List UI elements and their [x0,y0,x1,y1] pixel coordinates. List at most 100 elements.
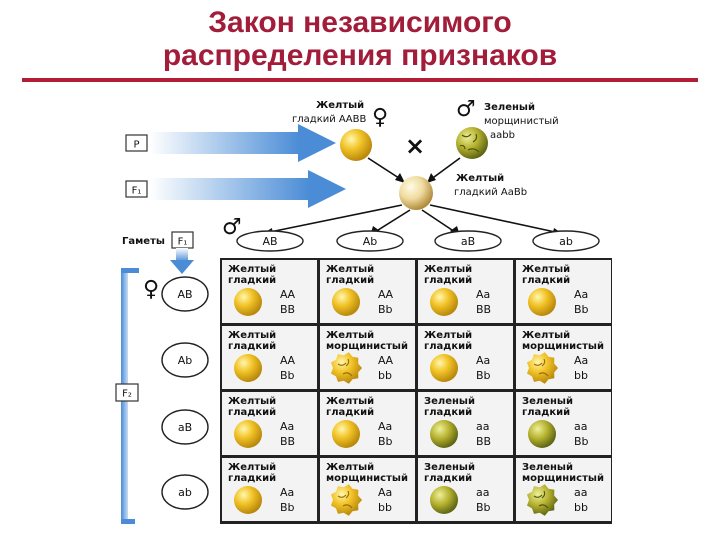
female-gamete-column: АВ Аb аВ ab [161,276,209,510]
cell-genotype-b: bb [378,369,392,382]
yellow-smooth-pea [332,288,360,316]
yellow-smooth-pea [528,288,556,316]
male-gamete-ab: ab [559,235,573,248]
cell-genotype-a: Аа [574,354,588,367]
cell-genotype-b: bb [574,501,588,514]
male-gamete-AB: АВ [262,235,277,248]
cell-genotype-a: Аа [378,486,392,499]
page-title: Закон независимого распределения признак… [0,6,720,72]
p-generation-box: P [125,134,148,152]
parent-male-desc: морщинистый [484,116,559,127]
cell-genotype-a: АА [280,354,296,367]
cell-phenotype-shape: гладкий [228,341,276,352]
f2-generation-box: F₂ [115,383,139,402]
male-gamete-aB: аВ [461,235,475,248]
yellow-wrinkled-pea [331,484,362,516]
yellow-smooth-pea [234,486,262,514]
cell-phenotype-shape: гладкий [326,275,374,286]
cell-genotype-a: АА [280,288,296,301]
parent-male-name: Зеленый [484,102,535,113]
cell-phenotype-color: Желтый [326,264,374,275]
cell-phenotype-shape: морщинистый [326,473,408,484]
yellow-smooth-pea [332,420,360,448]
yellow-smooth-pea [234,288,262,316]
cell-genotype-a: Аа [378,420,392,433]
cell-background [418,392,513,455]
cell-genotype-a: аа [476,420,489,433]
cell-background [320,458,415,521]
yellow-wrinkled-pea [331,352,362,384]
cell-phenotype-color: Желтый [522,330,570,341]
cell-phenotype-shape: гладкий [522,407,570,418]
cell-genotype-a: аа [574,486,587,499]
f1-offspring-name: Желтый [456,173,504,184]
parent-male-geno: aabb [490,130,515,141]
pea-wrinkle-lines [337,490,353,509]
gametes-male-symbol-icon: ♂ [222,215,242,240]
yellow-wrinkled-pea [527,352,558,384]
cross-line-left [367,157,403,181]
cross-line-right [429,157,461,181]
cell-genotype-b: Вb [280,501,295,514]
cell-genotype-a: Аа [280,486,294,499]
male-gamete-Ab: Аb [363,235,378,248]
cell-genotype-b: Вb [378,435,393,448]
cell-background [418,260,513,323]
cell-background [516,392,611,455]
cell-phenotype-color: Желтый [228,462,276,473]
pea-wrinkle-lines [533,358,549,377]
cell-phenotype-color: Желтый [326,396,374,407]
cell-phenotype-color: Желтый [228,330,276,341]
cell-phenotype-shape: морщинистый [326,341,408,352]
cell-genotype-b: Вb [476,501,491,514]
cell-phenotype-shape: гладкий [522,275,570,286]
cell-genotype-b: Вb [476,369,491,382]
cell-background [418,458,513,521]
cell-genotype-a: Аа [476,354,490,367]
title-underline [22,78,698,82]
gametes-female-symbol-icon: ♀ [143,277,159,302]
cell-background [516,326,611,389]
f1-pea [399,176,433,210]
cell-phenotype-shape: морщинистый [522,473,604,484]
cell-phenotype-color: Желтый [326,330,374,341]
green-wrinkled-pea [527,484,558,516]
parent-female-desc: гладкий ААВВ [292,114,366,125]
cell-genotype-a: Аа [476,288,490,301]
cell-phenotype-color: Желтый [228,264,276,275]
cell-phenotype-shape: гладкий [228,275,276,286]
male-symbol-icon: ♂ [456,97,476,122]
cell-genotype-a: аа [574,420,587,433]
cell-genotype-a: аа [476,486,489,499]
cell-background [222,458,317,521]
title-line-1: Закон независимого [208,6,512,39]
parent-female-name: Желтый [316,100,364,111]
cell-phenotype-shape: гладкий [424,473,472,484]
f2-label: F₂ [122,389,132,400]
cell-phenotype-color: Зеленый [522,396,573,407]
cell-background [222,392,317,455]
yellow-smooth-pea [234,420,262,448]
cell-genotype-b: Вb [280,369,295,382]
cell-phenotype-color: Желтый [424,264,472,275]
cell-background [418,326,513,389]
cell-genotype-b: bb [378,501,392,514]
female-symbol-icon: ♀ [372,105,388,130]
p-label: P [133,140,139,151]
gamete-arrows [269,204,556,233]
cell-phenotype-shape: морщинистый [522,341,604,352]
cell-background [516,260,611,323]
cell-genotype-b: ВВ [476,303,491,316]
p-arrow [150,124,336,162]
